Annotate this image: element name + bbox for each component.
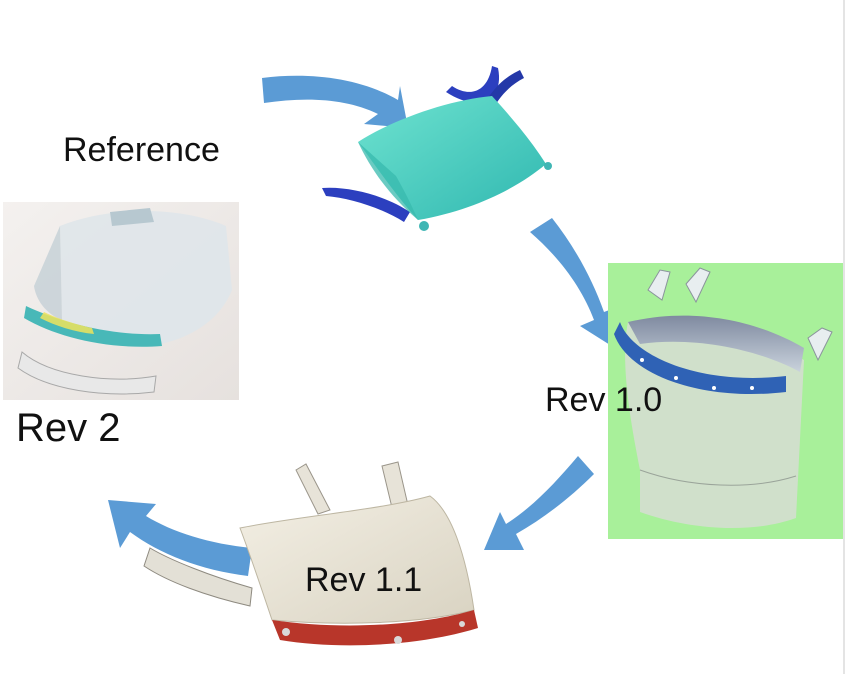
label-reference: Reference — [63, 131, 220, 169]
rev10-shield-model — [608, 263, 843, 539]
reference-shield-model — [322, 66, 552, 231]
rev2-shield-photo — [3, 202, 239, 400]
label-rev11: Rev 1.1 — [305, 561, 423, 599]
right-border-line — [843, 0, 845, 674]
arrow-reference-to-top — [262, 75, 408, 128]
label-rev10: Rev 1.0 — [545, 381, 663, 419]
arrow-rev11-to-rev2 — [108, 500, 252, 576]
label-rev2: Rev 2 — [16, 406, 121, 450]
arrow-rev10-to-rev11 — [484, 456, 594, 550]
rev11-shield-model — [143, 461, 478, 646]
arrow-top-to-rev10 — [530, 218, 620, 350]
